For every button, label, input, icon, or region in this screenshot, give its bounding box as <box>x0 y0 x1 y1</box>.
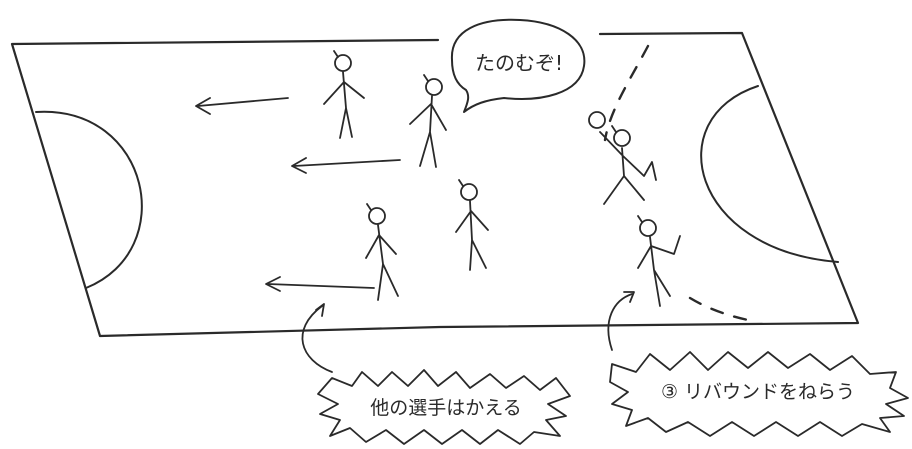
caption-right-burst: ③ リバウンドをねらう <box>609 351 909 437</box>
court <box>10 31 860 338</box>
arrow-top <box>195 97 289 115</box>
player-shooter <box>588 111 657 205</box>
player-4 <box>455 179 489 271</box>
player-rebounder <box>637 215 681 307</box>
pointer-left <box>301 303 333 373</box>
player-1 <box>323 50 365 139</box>
rebound-path <box>603 44 750 322</box>
speech-text: たのむぞ! <box>475 51 563 75</box>
caption-left-burst: 他の選手はかえる <box>317 369 571 445</box>
pointer-right <box>607 291 635 351</box>
right-key <box>700 85 839 263</box>
arrow-bottom <box>265 276 375 292</box>
player-2 <box>409 74 447 168</box>
ball-icon <box>588 111 606 129</box>
caption-right-text: ③ リバウンドをねらう <box>661 381 855 403</box>
arrow-middle <box>291 157 401 174</box>
caption-left-text: 他の選手はかえる <box>370 397 521 419</box>
court-outline <box>10 31 860 338</box>
speech-bubble: たのむぞ! <box>450 18 586 113</box>
player-3 <box>365 203 399 301</box>
runback-arrows <box>195 97 401 292</box>
left-key <box>35 110 143 289</box>
